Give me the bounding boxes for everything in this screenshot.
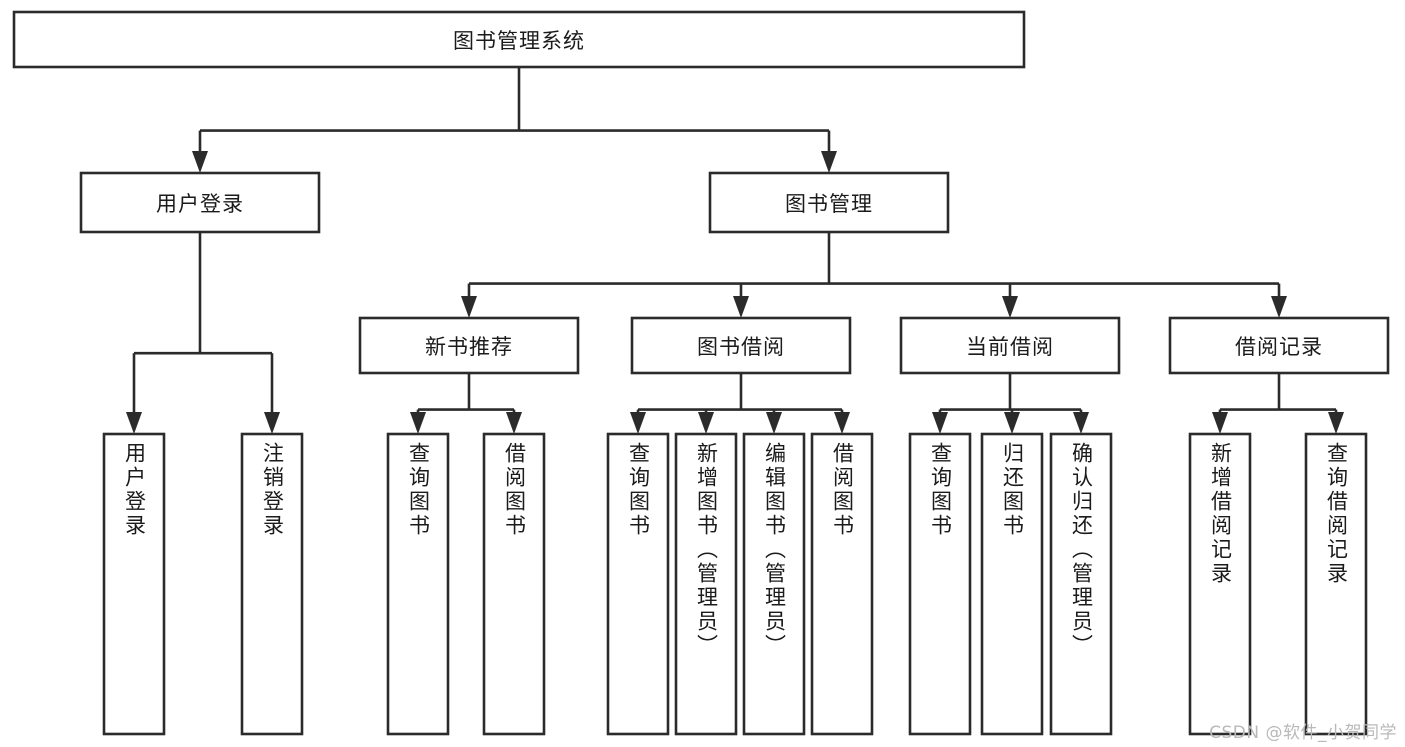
node-box-current-borrow[interactable]: [899, 316, 1121, 375]
edge-arrowhead: [1002, 296, 1018, 318]
node-box-leaf-query-record[interactable]: [1304, 432, 1368, 736]
node-box-leaf-query-book-rec[interactable]: [386, 432, 450, 736]
edge-arrowhead: [834, 412, 850, 434]
node-box-root[interactable]: [12, 10, 1026, 69]
edge-arrowhead: [630, 412, 646, 434]
edge-arrowhead: [410, 412, 426, 434]
edges-layer: [126, 67, 1344, 434]
node-box-new-book-rec[interactable]: [358, 316, 580, 375]
node-box-book-manage[interactable]: [708, 171, 950, 234]
edge-arrowhead: [1073, 412, 1089, 434]
node-box-leaf-logout[interactable]: [240, 432, 304, 736]
node-box-leaf-query-book-borrow[interactable]: [606, 432, 670, 736]
node-box-leaf-return-book[interactable]: [980, 432, 1044, 736]
boxes-layer: [12, 10, 1390, 736]
edge-arrowhead: [126, 412, 142, 434]
node-box-leaf-add-book[interactable]: [674, 432, 738, 736]
edge-arrowhead: [733, 296, 749, 318]
node-box-book-borrow[interactable]: [630, 316, 852, 375]
node-box-user-login[interactable]: [79, 171, 321, 234]
node-box-leaf-confirm-return[interactable]: [1049, 432, 1113, 736]
edge-arrowhead: [461, 296, 477, 318]
edge-arrowhead: [192, 151, 208, 173]
edge-arrowhead: [1271, 296, 1287, 318]
node-box-leaf-add-record[interactable]: [1188, 432, 1252, 736]
edge-arrowhead: [1212, 412, 1228, 434]
edge-arrowhead: [506, 412, 522, 434]
edge-arrowhead: [264, 412, 280, 434]
edge-arrowhead: [821, 151, 837, 173]
node-box-leaf-borrow-book-rec[interactable]: [482, 432, 546, 736]
node-box-leaf-query-book-cur[interactable]: [908, 432, 972, 736]
edge-arrowhead: [766, 412, 782, 434]
edge-arrowhead: [1328, 412, 1344, 434]
edge-arrowhead: [698, 412, 714, 434]
node-box-leaf-user-login[interactable]: [102, 432, 166, 736]
node-box-leaf-edit-book[interactable]: [742, 432, 806, 736]
edge-arrowhead: [932, 412, 948, 434]
node-box-leaf-borrow-book[interactable]: [810, 432, 874, 736]
edge-arrowhead: [1004, 412, 1020, 434]
node-box-borrow-record[interactable]: [1168, 316, 1390, 375]
